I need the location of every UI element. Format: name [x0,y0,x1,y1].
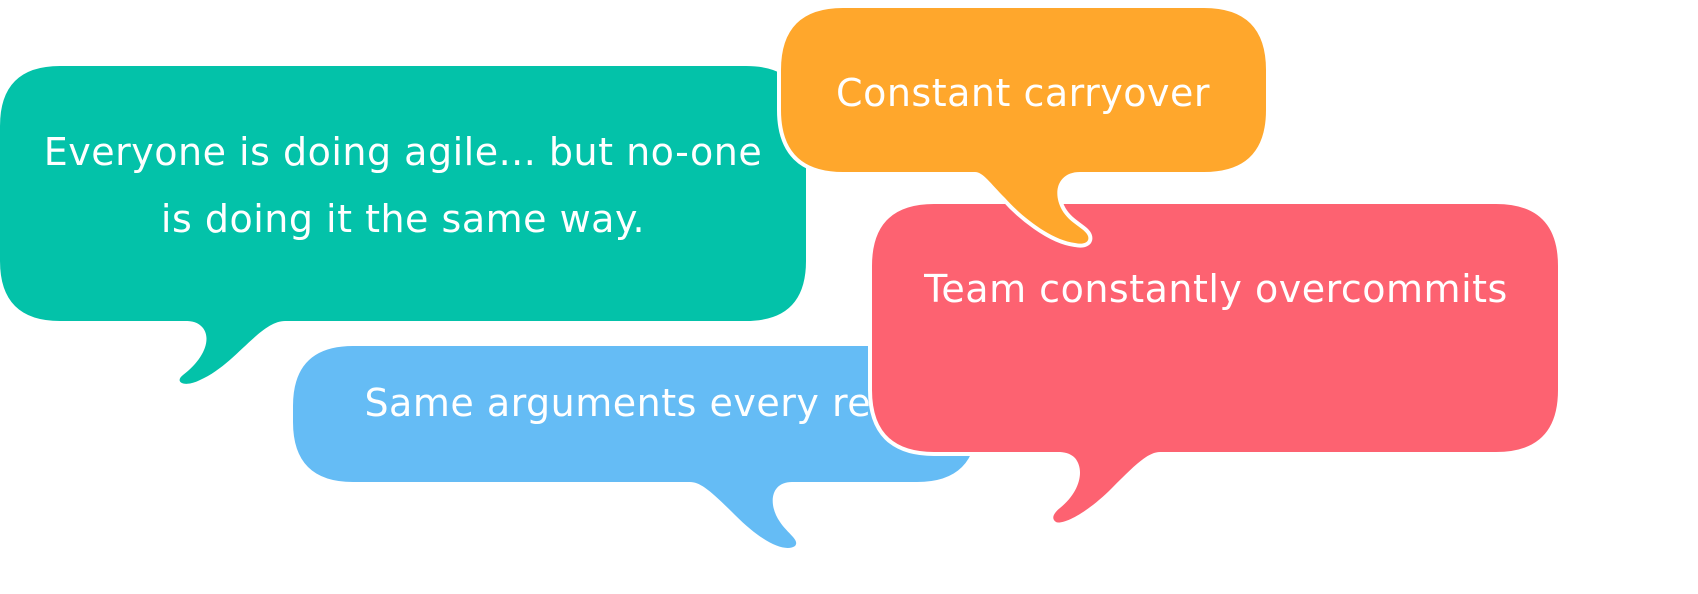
bubble-overcommits-text: Team constantly overcommits [923,267,1508,311]
bubble-retro-text: Same arguments every retro [364,381,925,425]
bubble-agile: Everyone is doing agile... but no-one is… [0,62,810,388]
bubble-agile-line2: is doing it the same way. [161,197,645,241]
bubble-carryover-text: Constant carryover [836,71,1210,115]
bubble-agile-line1: Everyone is doing agile... but no-one [44,130,763,174]
bubble-overcommits: Team constantly overcommits [868,200,1562,527]
bubble-carryover: Constant carryover [777,4,1270,248]
